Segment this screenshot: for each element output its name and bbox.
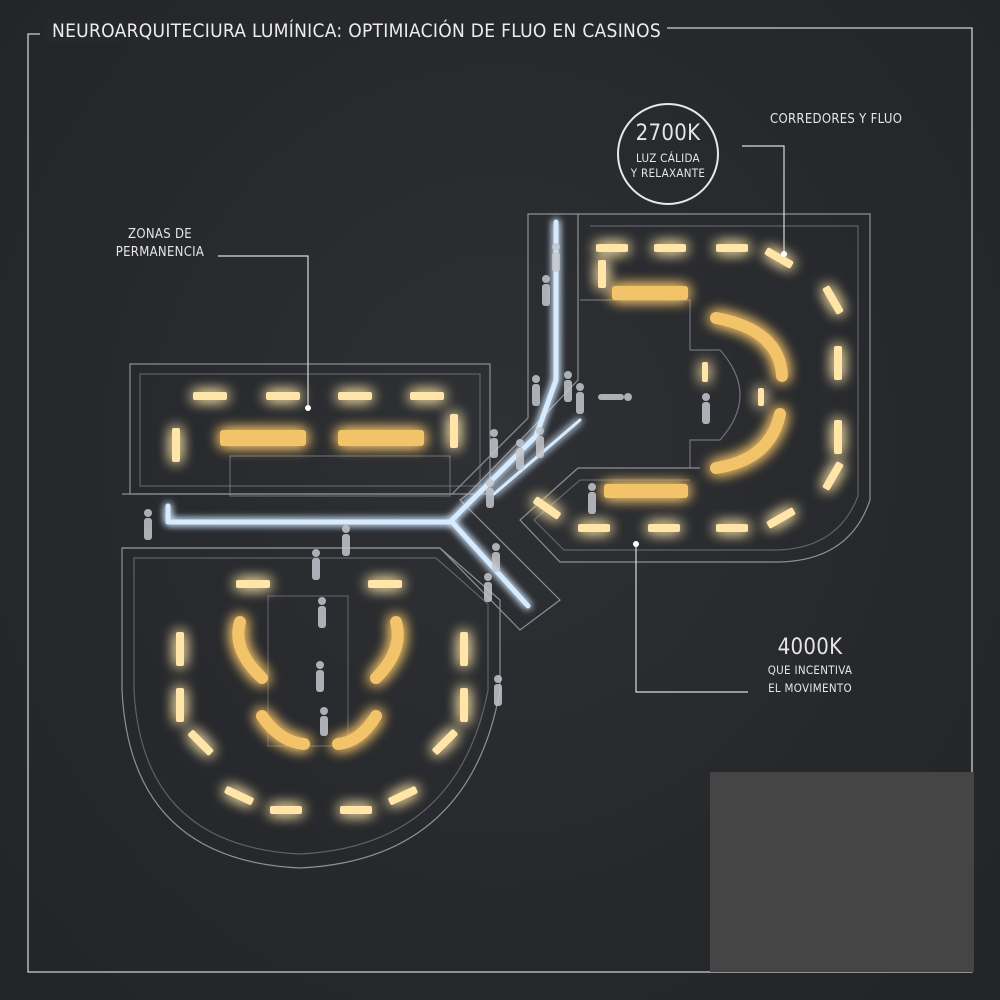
fixture (578, 524, 610, 532)
frame (27, 27, 973, 973)
person-icon (598, 393, 632, 401)
fixture (834, 346, 842, 380)
warm-light-badge: 2700K LUZ CÁLIDA Y RELAXANTE (617, 103, 719, 205)
person-icon (316, 661, 324, 692)
fixture (460, 688, 468, 722)
right-wing-wall (519, 213, 871, 563)
fixture (340, 806, 372, 814)
curved-table (710, 408, 786, 474)
fixture (172, 428, 180, 462)
fixture (533, 496, 561, 520)
fixture (338, 392, 372, 400)
fixture (176, 632, 184, 666)
curved-table (232, 616, 268, 684)
fixture (758, 388, 764, 406)
person-icon (144, 509, 152, 540)
leader-lines (218, 145, 787, 693)
leader-stay-zones (218, 255, 309, 406)
fixture (716, 524, 748, 532)
curved-table (710, 312, 788, 382)
fixture (822, 285, 844, 315)
fixture (193, 392, 227, 400)
warm-description-line1: LUZ CÁLIDA (636, 151, 700, 165)
person-icon (494, 675, 502, 706)
warm-description-line2: Y RELAXANTE (630, 166, 706, 180)
fixture (224, 786, 254, 805)
cool-description-line1: QUE INCENTIVA (767, 663, 853, 677)
stay-zones-label-line2: PERMANENCIA (115, 245, 205, 260)
person-icon (492, 543, 500, 572)
fixture (450, 414, 458, 448)
person-icon (576, 383, 584, 414)
person-icon (702, 393, 710, 424)
curved-table (332, 710, 382, 750)
person-icon (542, 275, 550, 306)
cool-temperature-value: 4000K (777, 635, 843, 660)
bottom-inner-room (267, 595, 349, 747)
blank-panel (710, 772, 974, 972)
fixture (766, 507, 796, 529)
game-table (604, 484, 688, 498)
left-wing-inner-wall (139, 373, 481, 487)
person-icon (564, 371, 572, 402)
fixture (596, 244, 628, 252)
corridor-light-branch-bottom (449, 519, 531, 609)
fixture (188, 730, 214, 756)
person-icon (532, 375, 540, 406)
game-table (338, 430, 424, 446)
right-wing-inner-wall (533, 225, 859, 551)
fixture (598, 260, 606, 288)
fixture (834, 420, 842, 454)
fixture (270, 806, 302, 814)
game-table (612, 286, 688, 300)
warm-light-fixtures (172, 244, 844, 814)
fixture (176, 688, 184, 722)
person-icon (552, 243, 560, 272)
fixture (764, 247, 794, 269)
person-icon (342, 525, 350, 556)
leader-4000k (635, 544, 748, 693)
wall-outlines (121, 213, 871, 869)
fixture (702, 362, 708, 382)
curved-table (370, 616, 404, 684)
people (144, 243, 710, 736)
fixture (410, 392, 444, 400)
fixture (460, 632, 468, 666)
bottom-wing-inner-wall (133, 557, 489, 855)
leader-corridors (742, 145, 785, 254)
bottom-wing-wall (121, 547, 501, 869)
diagram-title: NEUROARQUITECIURA LUMÍNICA: OPTIMIACIÓN … (46, 20, 668, 42)
fixture (266, 392, 300, 400)
left-inner-room (229, 455, 451, 497)
fixture (822, 461, 844, 491)
fixture (432, 729, 458, 755)
person-icon (490, 429, 498, 458)
person-icon (486, 479, 494, 508)
stay-zones-label-line1: ZONAS DE (128, 227, 192, 242)
inner-room-wall (580, 299, 741, 468)
person-icon (516, 439, 524, 470)
corridor-wall (122, 213, 579, 631)
person-icon (536, 427, 544, 458)
warm-temperature-value: 2700K (635, 121, 701, 146)
fixture (368, 580, 402, 588)
person-icon (318, 597, 326, 628)
person-icon (484, 573, 492, 602)
game-table (220, 430, 306, 446)
fixture (648, 524, 680, 532)
corridor-light-main (165, 219, 559, 525)
fixture (236, 580, 270, 588)
person-icon (312, 549, 320, 580)
person-icon (588, 483, 596, 514)
fixture (716, 244, 748, 252)
person-icon (320, 707, 328, 736)
fixture (654, 244, 686, 252)
curved-table (256, 710, 310, 750)
left-wing-wall (129, 363, 491, 495)
fixture (388, 786, 418, 805)
cool-description-line2: EL MOVIMENTO (768, 681, 852, 695)
corridors-label: CORREDORES Y FLUO (770, 112, 903, 127)
